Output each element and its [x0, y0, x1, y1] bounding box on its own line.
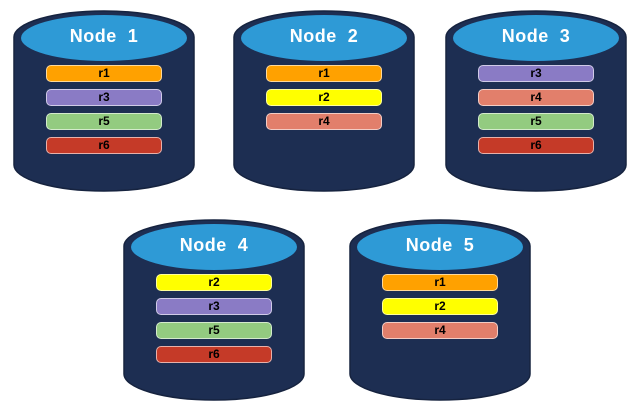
replica-bar: r3: [46, 89, 162, 106]
replica-bar: r4: [382, 322, 498, 339]
replica-bar: r5: [46, 113, 162, 130]
replica-bar: r6: [478, 137, 594, 154]
node-2: Node 2 r1 r2 r4: [232, 7, 416, 193]
replica-bar: r3: [478, 65, 594, 82]
replica-bar: r1: [266, 65, 382, 82]
replica-bar: r2: [382, 298, 498, 315]
node-4: Node 4 r2 r3 r5 r6: [122, 216, 306, 402]
replica-bar: r4: [266, 113, 382, 130]
replica-bar: r6: [156, 346, 272, 363]
replica-bar: r1: [46, 65, 162, 82]
replica-bar: r1: [382, 274, 498, 291]
replica-list: r1 r2 r4: [266, 65, 382, 137]
replica-list: r3 r4 r5 r6: [478, 65, 594, 161]
replica-bar: r2: [156, 274, 272, 291]
replica-bar: r3: [156, 298, 272, 315]
replica-bar: r5: [156, 322, 272, 339]
replica-list: r1 r3 r5 r6: [46, 65, 162, 161]
replica-list: r1 r2 r4: [382, 274, 498, 346]
replica-list: r2 r3 r5 r6: [156, 274, 272, 370]
replica-bar: r6: [46, 137, 162, 154]
replica-bar: r5: [478, 113, 594, 130]
node-3: Node 3 r3 r4 r5 r6: [444, 7, 628, 193]
replica-bar: r4: [478, 89, 594, 106]
node-5: Node 5 r1 r2 r4: [348, 216, 532, 402]
node-1: Node 1 r1 r3 r5 r6: [12, 7, 196, 193]
replica-bar: r2: [266, 89, 382, 106]
